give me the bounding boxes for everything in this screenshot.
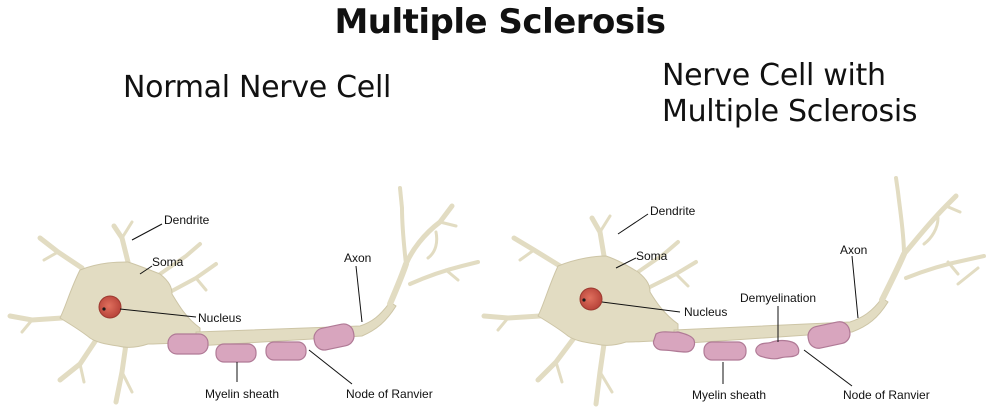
ms-myelin-segment-1 bbox=[652, 331, 696, 353]
normal-nucleolus bbox=[102, 307, 106, 311]
ms-myelin-segment-2 bbox=[703, 341, 747, 361]
ms-label-demyelination: Demyelination bbox=[740, 291, 816, 305]
normal-axon-terminals bbox=[387, 186, 480, 307]
page-title: Multiple Sclerosis bbox=[334, 2, 666, 42]
ms-soma bbox=[537, 255, 679, 346]
normal-dendrites bbox=[7, 220, 218, 405]
normal-cell-heading: Normal Nerve Cell bbox=[123, 70, 392, 105]
ms-myelin-segment-4 bbox=[807, 321, 851, 349]
ms-neuron bbox=[481, 176, 986, 407]
ms-cell-heading: Nerve Cell with Multiple Sclerosis bbox=[662, 58, 918, 130]
normal-nucleus bbox=[98, 295, 122, 319]
normal-myelin-segment-2 bbox=[215, 343, 257, 363]
normal-label-dendrite: Dendrite bbox=[164, 213, 210, 227]
ms-label-dendrite: Dendrite bbox=[650, 204, 696, 218]
normal-neuron bbox=[7, 186, 480, 405]
normal-myelin-segment-3 bbox=[265, 341, 307, 361]
ms-axon-terminals bbox=[879, 176, 986, 303]
ms-label-soma: Soma bbox=[636, 249, 668, 263]
ms-label-node-of-ranvier: Node of Ranvier bbox=[843, 388, 930, 402]
ms-myelin-damaged-segment bbox=[755, 339, 800, 360]
ms-heading-line-1: Nerve Cell with bbox=[662, 58, 886, 93]
normal-label-axon: Axon bbox=[344, 251, 371, 265]
ms-label-axon: Axon bbox=[840, 243, 867, 257]
ms-nucleolus bbox=[582, 298, 586, 302]
normal-myelin-segment-4 bbox=[313, 323, 355, 351]
normal-myelin-segment-1 bbox=[167, 333, 209, 355]
ms-label-myelin-sheath: Myelin sheath bbox=[692, 388, 766, 402]
ms-heading-line-2: Multiple Sclerosis bbox=[662, 94, 918, 129]
ms-label-nucleus: Nucleus bbox=[684, 305, 727, 319]
normal-label-myelin-sheath: Myelin sheath bbox=[205, 387, 279, 401]
ms-dendrites bbox=[481, 214, 698, 407]
normal-label-soma: Soma bbox=[152, 255, 184, 269]
normal-label-node-of-ranvier: Node of Ranvier bbox=[346, 387, 433, 401]
normal-label-nucleus: Nucleus bbox=[198, 311, 241, 325]
ms-nucleus bbox=[579, 287, 603, 311]
normal-labels: Dendrite Soma Nucleus Axon Myelin sheath… bbox=[119, 213, 433, 401]
ms-labels: Dendrite Soma Nucleus Demyelination Axon… bbox=[601, 204, 930, 402]
